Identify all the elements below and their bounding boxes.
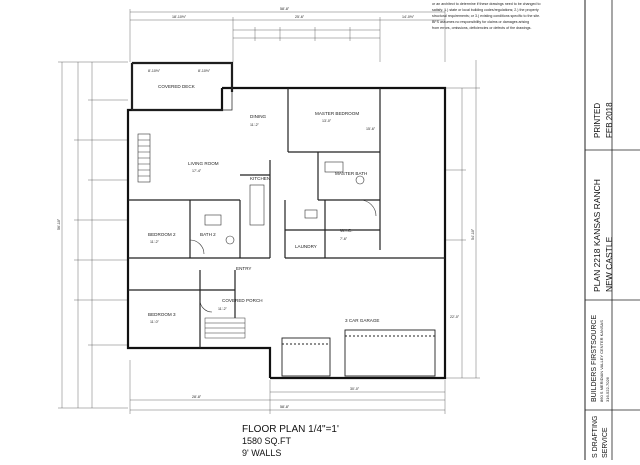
room-master-bedroom: MASTER BEDROOM xyxy=(315,111,359,116)
title-drafting: S DRAFTING xyxy=(592,416,599,458)
title-address: 860 S MERIDIAN VALLEY CENTER KANSAS xyxy=(599,320,604,402)
dim-top-right: 14'-0½" xyxy=(402,15,415,19)
room-covered-deck: COVERED DECK xyxy=(158,84,196,89)
dim-mb-depth: 15'-6" xyxy=(366,127,376,131)
dim-dining-width: 11'-2" xyxy=(250,123,260,127)
dim-left-width: 28'-8" xyxy=(192,395,202,399)
room-bedroom-2: BEDROOM 2 xyxy=(148,232,176,237)
plan-title: FLOOR PLAN 1/4"=1' xyxy=(242,424,339,435)
notice-line-4: BFS assumes no responsibility for claims… xyxy=(432,20,529,24)
dim-overall-depth: 56'-10" xyxy=(57,218,61,230)
room-entry: ENTRY xyxy=(236,266,252,271)
dim-b2-width: 11'-2" xyxy=(150,240,160,244)
fixtures xyxy=(189,161,377,313)
bottom-dimensions xyxy=(129,360,446,414)
title-block: PRINTED FEB 2018 PLAN 2218 KANSAS RANCH … xyxy=(584,0,640,460)
room-wic: W.I.C. xyxy=(340,228,353,233)
dim-lr-width: 17'-4" xyxy=(192,169,202,173)
right-dimensions xyxy=(445,60,480,379)
stair-treads xyxy=(137,133,151,183)
room-garage: 3 CAR GARAGE xyxy=(345,318,379,323)
plan-sqft: 1580 SQ.FT xyxy=(242,436,292,446)
porch-steps xyxy=(204,317,246,339)
dim-mb-width: 13'-0" xyxy=(322,119,332,123)
title-phone: 316-522-7026 xyxy=(605,376,610,402)
dim-right-depth: 54'-10" xyxy=(471,228,475,240)
dim-top-mid: 25'-6" xyxy=(295,15,305,19)
dim-deck-a: 8'-10½" xyxy=(148,69,161,73)
dim-deck-b: 8'-10½" xyxy=(198,69,211,73)
room-bath-2: BATH 2 xyxy=(200,232,216,237)
dim-b3-width: 11'-0" xyxy=(150,320,160,324)
garage-doors xyxy=(281,329,436,377)
room-living-room: LIVING ROOM xyxy=(188,161,219,166)
dim-porch: 11'-2" xyxy=(218,307,228,311)
room-kitchen: KITCHEN xyxy=(250,176,270,181)
notice-line-5: from errors, omissions, deficiencies or … xyxy=(432,26,531,30)
plan-walls: 9' WALLS xyxy=(242,448,281,458)
title-date: FEB 2018 xyxy=(605,102,614,138)
room-covered-porch: COVERED PORCH xyxy=(222,298,263,303)
notice-line-1: or an architect to determine if these dr… xyxy=(432,2,540,6)
interior-walls xyxy=(128,88,445,348)
room-bedroom-3: BEDROOM 3 xyxy=(148,312,176,317)
title-status: PRINTED xyxy=(593,103,602,138)
title-company: BUILDERS FIRSTSOURCE xyxy=(591,315,598,402)
top-dimensions xyxy=(129,9,446,62)
room-dining: DINING xyxy=(250,114,267,119)
covered-deck-outline xyxy=(131,62,233,111)
dim-top-left: 18'-10½" xyxy=(172,15,187,19)
dim-wic-width: 7'-6" xyxy=(340,237,348,241)
title-plan-name: PLAN 2218 KANSAS RANCH xyxy=(592,179,602,292)
notice-line-2: satisfy: 1.) state or local building cod… xyxy=(432,8,539,12)
title-location: NEW CASTLE xyxy=(604,236,614,292)
title-service: SERVICE xyxy=(602,427,609,458)
room-laundry: LAUNDRY xyxy=(295,244,317,249)
notice-line-3: structural requirements; or 3.) existing… xyxy=(432,14,540,18)
dim-garage-depth: 22'-0" xyxy=(450,315,460,319)
dim-overall-width: 58'-8" xyxy=(280,7,290,11)
disclaimer-notice: or an architect to determine if these dr… xyxy=(432,2,540,30)
dim-overall-bottom: 58'-8" xyxy=(280,405,290,409)
dim-garage-width: 30'-0" xyxy=(350,387,360,391)
left-dimensions xyxy=(58,61,128,409)
room-master-bath: MASTER BATH xyxy=(335,171,367,176)
